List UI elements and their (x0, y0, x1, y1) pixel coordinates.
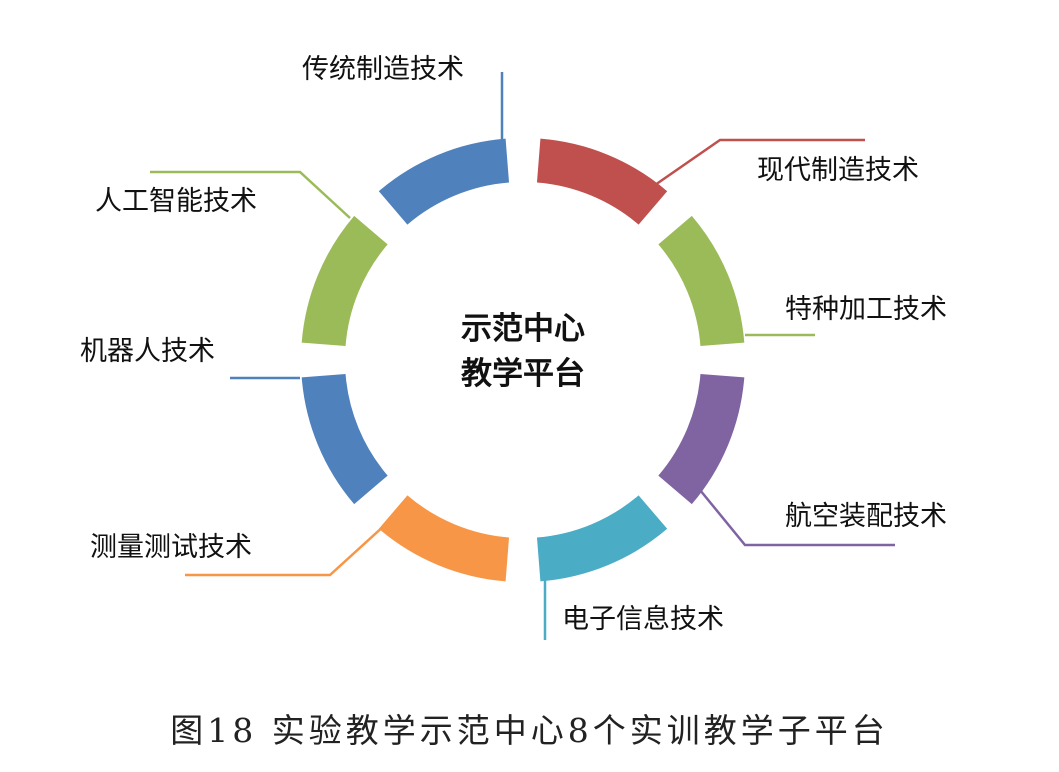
center-title-line1: 示范中心 (461, 311, 585, 347)
leader-line (185, 524, 386, 577)
ring-segment (301, 215, 388, 347)
platform-label: 特种加工技术 (785, 294, 947, 325)
ring-segment (378, 495, 510, 582)
ring-segment (658, 373, 745, 505)
platform-label: 传统制造技术 (302, 54, 464, 85)
figure-caption: 图18 实验教学示范中心8个实训教学子平台 (170, 711, 889, 750)
ring-segment (658, 215, 745, 347)
ring-segment (378, 138, 510, 225)
platform-label: 机器人技术 (80, 336, 215, 367)
leader-line (699, 489, 895, 547)
leader-line (654, 138, 865, 187)
platform-label: 航空装配技术 (785, 501, 947, 532)
ring-segment (536, 495, 668, 582)
ring-segment (536, 138, 668, 225)
platform-label: 电子信息技术 (562, 604, 724, 635)
leader-line (150, 170, 351, 219)
ring-segment (301, 373, 388, 505)
platform-label: 现代制造技术 (757, 155, 919, 186)
platform-label: 人工智能技术 (95, 186, 257, 217)
platform-label: 测量测试技术 (90, 532, 252, 563)
center-title-line2: 教学平台 (461, 356, 585, 392)
